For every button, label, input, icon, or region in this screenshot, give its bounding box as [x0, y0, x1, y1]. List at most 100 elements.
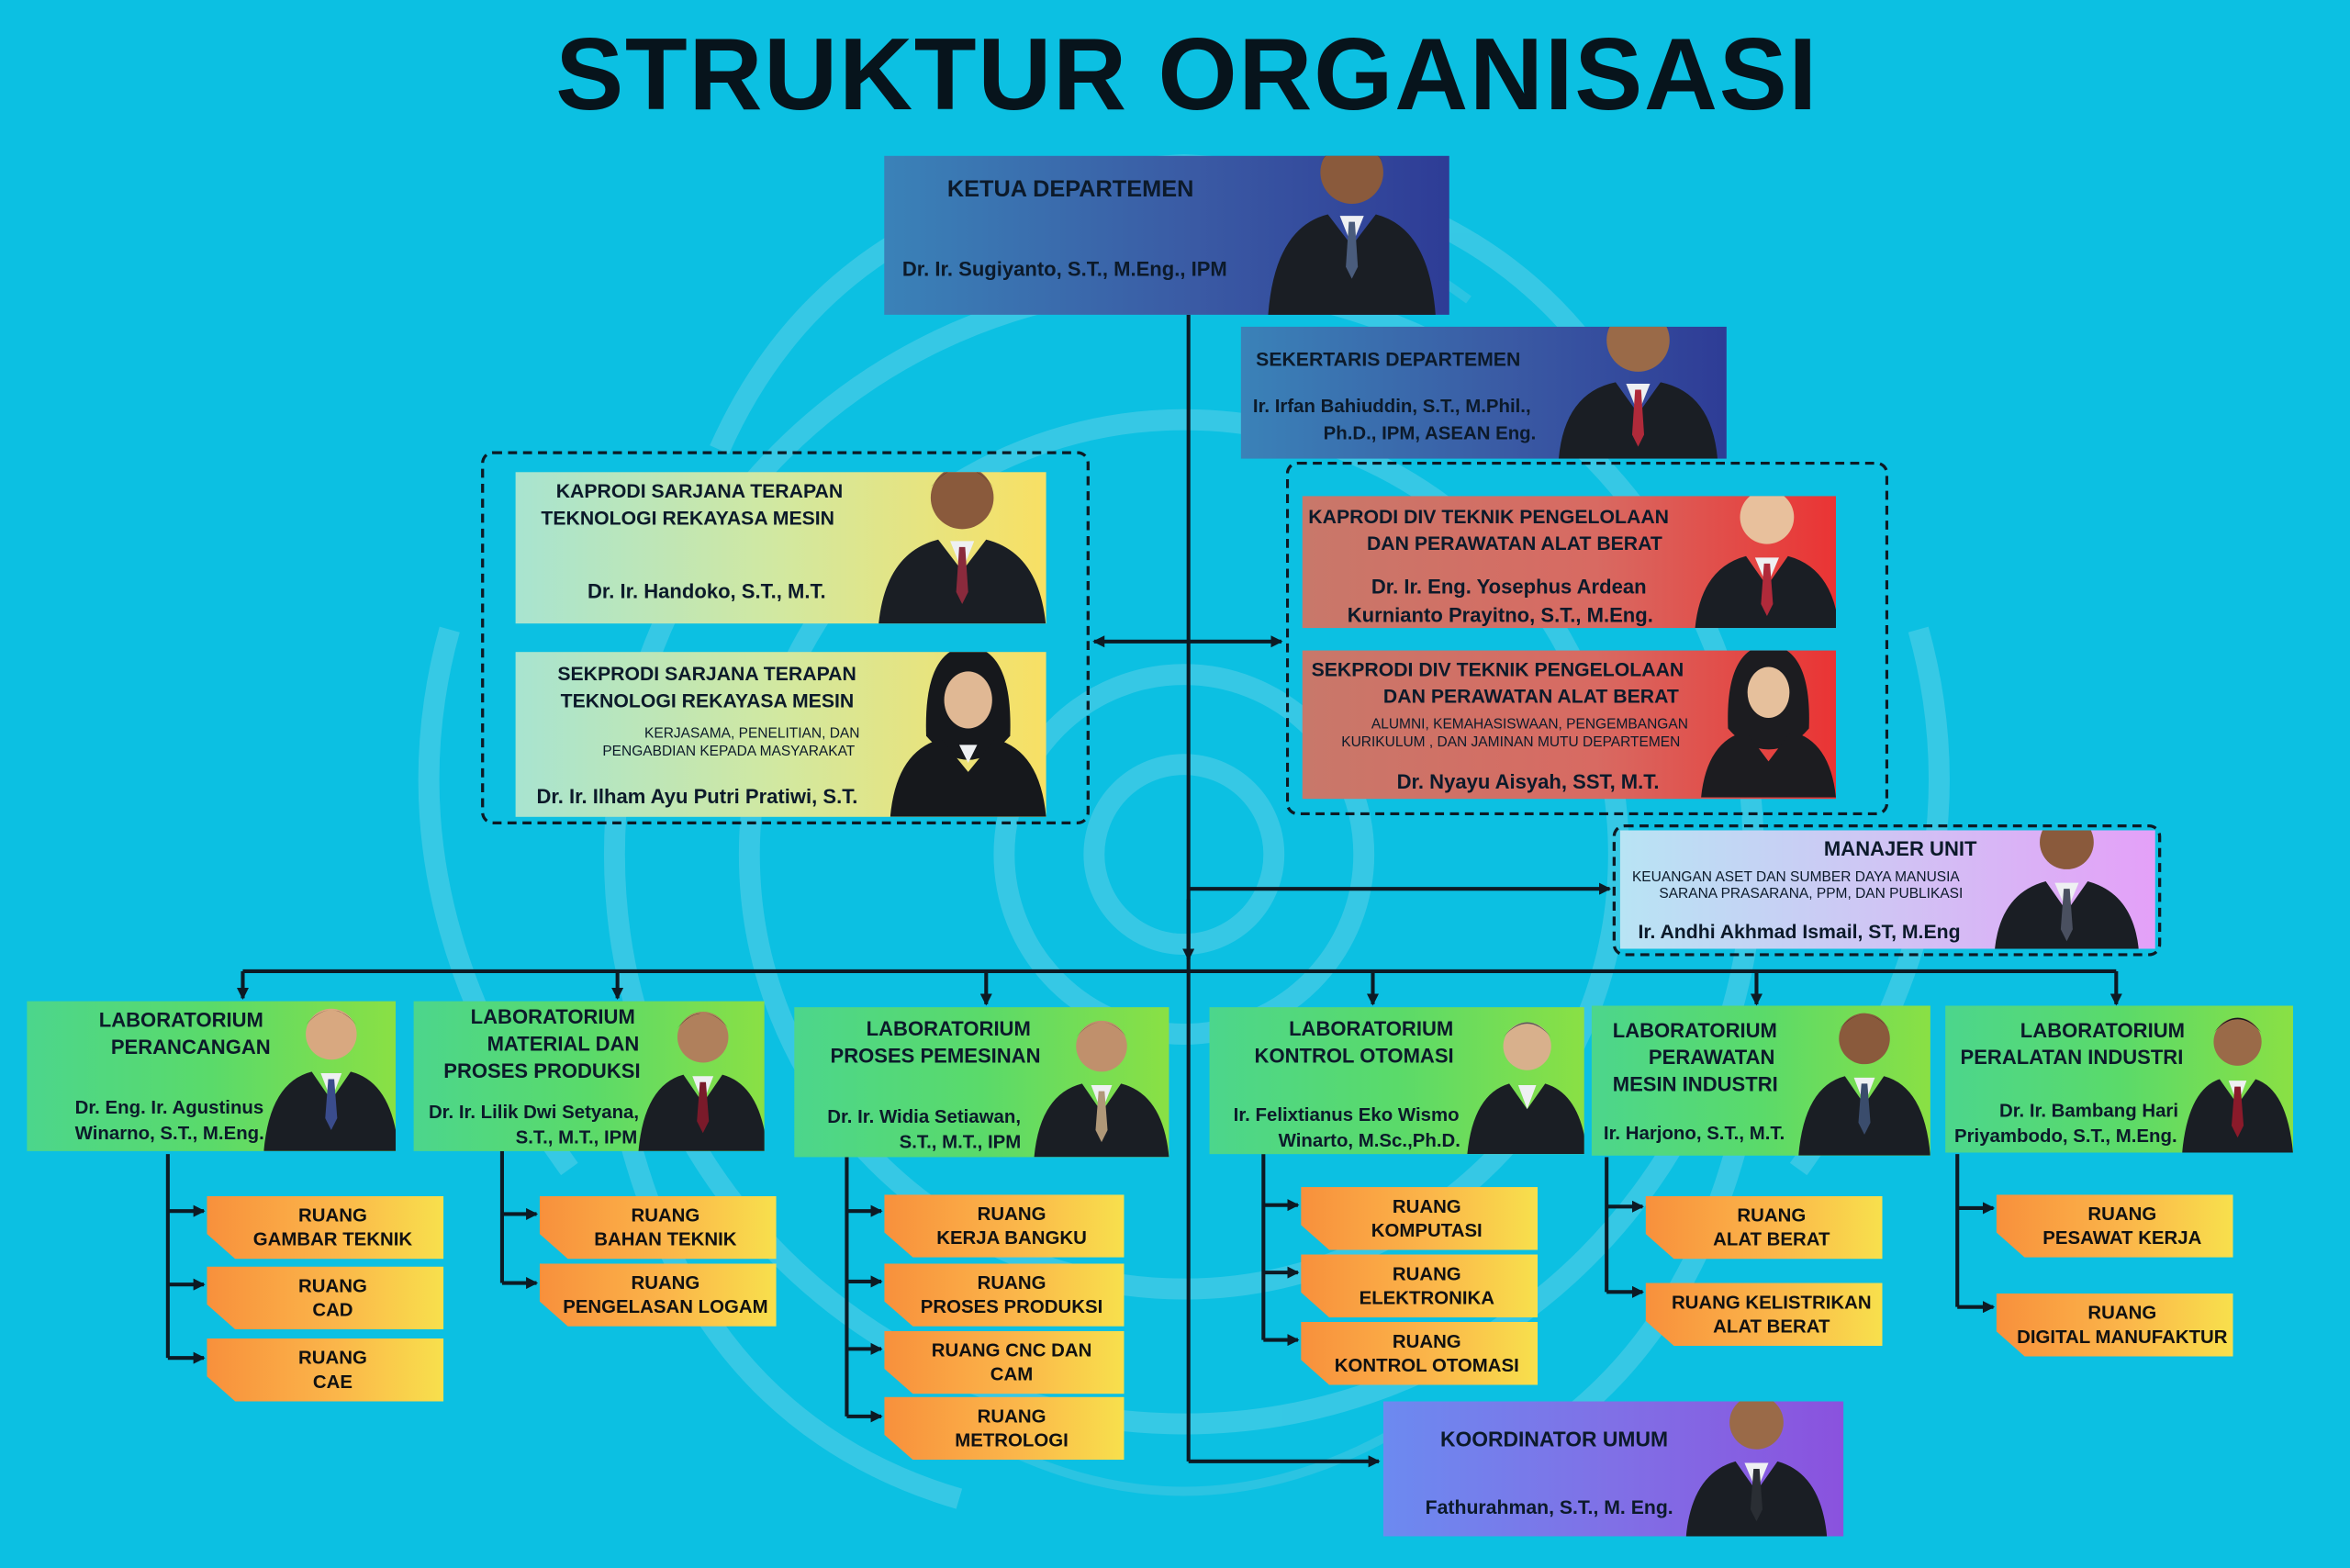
lab-title-line1: LABORATORIUM — [866, 1017, 1031, 1041]
portrait-icon — [1558, 326, 1718, 459]
room-label-line2: PESAWAT KERJA — [2042, 1227, 2202, 1249]
room-label-line2: GAMBAR TEKNIK — [252, 1228, 413, 1250]
manajer-group — [1612, 823, 2162, 957]
portrait-icon — [1701, 650, 1836, 798]
koordinator-umum-box: KOORDINATOR UMUM Fathurahman, S.T., M. E… — [1382, 1401, 1844, 1537]
room-label-line2: CAD — [312, 1299, 353, 1321]
room-label-line1: RUANG — [977, 1272, 1046, 1294]
room-label-line1: RUANG CNC DAN — [931, 1339, 1092, 1361]
lab-title-line1: LABORATORIUM — [98, 1008, 263, 1032]
person-name: Fathurahman, S.T., M. Eng. — [1425, 1495, 1673, 1518]
role-label-line2: DAN PERAWATAN ALAT BERAT — [1366, 532, 1662, 555]
person-name-line2: Ph.D., IPM, ASEAN Eng. — [1323, 422, 1537, 444]
lab-title-line1: LABORATORIUM — [2020, 1019, 2185, 1042]
room-label-line2: ALAT BERAT — [1713, 1316, 1830, 1338]
room-label-line1: RUANG — [298, 1347, 367, 1369]
room-label-line1: RUANG — [631, 1272, 700, 1294]
room-label-line1: RUANG — [1737, 1204, 1807, 1226]
lab-head-name-line1: Dr. Eng. Ir. Agustinus — [74, 1097, 264, 1118]
room-label-line1: RUANG KELISTRIKAN — [1671, 1292, 1872, 1314]
lab-head-name-line1: Dr. Ir. Widia Setiawan, — [827, 1105, 1022, 1127]
lab-kontrol-box: LABORATORIUM KONTROL OTOMASI Ir. Felixti… — [1209, 1007, 1584, 1155]
duty-desc-line2: KURIKULUM , DAN JAMINAN MUTU DEPARTEMEN — [1341, 734, 1681, 751]
portrait-icon — [1995, 830, 2139, 949]
lab-title-line3: PROSES PRODUKSI — [443, 1059, 641, 1082]
room-label-line1: RUANG — [1392, 1263, 1461, 1285]
room-label-line2: ELEKTRONIKA — [1359, 1287, 1494, 1309]
lab-title-line1: LABORATORIUM — [470, 1005, 635, 1028]
role-label-line2: DAN PERAWATAN ALAT BERAT — [1382, 685, 1679, 708]
room-label-line1: RUANG — [2087, 1302, 2157, 1324]
sekretaris-departemen-box: SEKERTARIS DEPARTEMEN Ir. Irfan Bahiuddi… — [1240, 326, 1727, 459]
person-name: Ir. Andhi Akhmad Ismail, ST, M.Eng — [1638, 920, 1961, 943]
portrait-icon — [638, 1012, 765, 1151]
room-label-line1: RUANG — [298, 1275, 367, 1297]
lab-head-name-line2: Priyambodo, S.T., M.Eng. — [1953, 1126, 2177, 1147]
prodi-trm-group — [481, 451, 1090, 824]
room-label-line2: METROLOGI — [955, 1429, 1069, 1451]
role-label-line1: KAPRODI SARJANA TERAPAN — [555, 479, 844, 502]
duty-desc-line2: PENGABDIAN KEPADA MASYARAKAT — [602, 743, 856, 760]
role-label-line1: KAPRODI DIV TEKNIK PENGELOLAAN — [1308, 505, 1669, 528]
portrait-icon — [263, 1008, 397, 1151]
lab-title-line3: MESIN INDUSTRI — [1612, 1072, 1778, 1096]
prodi-div-group — [1285, 461, 1889, 816]
portrait-icon — [890, 652, 1046, 817]
duty-desc-line1: KEUANGAN ASET DAN SUMBER DAYA MANUSIA — [1631, 868, 1960, 886]
role-label: MANAJER UNIT — [1823, 837, 1977, 861]
role-label: SEKERTARIS DEPARTEMEN — [1256, 347, 1521, 371]
person-name-line2: Kurnianto Prayitno, S.T., M.Eng. — [1347, 603, 1653, 627]
room-label-line1: RUANG — [1392, 1195, 1461, 1217]
room-label-line1: RUANG — [631, 1204, 700, 1226]
person-name-line1: Dr. Ir. Eng. Yosephus Ardean — [1371, 575, 1647, 599]
lab-head-name-line2: Winarno, S.T., M.Eng. — [74, 1122, 264, 1144]
lab-head-name-line1: Ir. Harjono, S.T., M.T. — [1603, 1122, 1785, 1144]
person-name-line1: Ir. Irfan Bahiuddin, S.T., M.Phil., — [1252, 396, 1531, 417]
room-label-line2: PENGELASAN LOGAM — [563, 1296, 768, 1318]
room-label-line1: RUANG — [1392, 1330, 1461, 1352]
room-label-line2: ALAT BERAT — [1713, 1228, 1830, 1250]
lab-head-name-line1: Ir. Felixtianus Eko Wismo — [1233, 1104, 1460, 1126]
lab-material-box: LABORATORIUM MATERIAL DAN PROSES PRODUKS… — [413, 1001, 765, 1151]
room-label-line2: CAE — [312, 1371, 353, 1393]
lab-perawatan-box: LABORATORIUM PERAWATAN MESIN INDUSTRI Ir… — [1591, 1005, 1930, 1156]
role-label-line2: TEKNOLOGI REKAYASA MESIN — [541, 506, 835, 530]
room-label-line2: KOMPUTASI — [1371, 1219, 1483, 1241]
lab-title-line2: KONTROL OTOMASI — [1254, 1044, 1454, 1068]
lab-title-line1: LABORATORIUM — [1289, 1017, 1454, 1041]
room-label-line2: BAHAN TEKNIK — [594, 1228, 737, 1250]
room-label-line2: KERJA BANGKU — [936, 1227, 1087, 1249]
lab-head-name-line2: Winarto, M.Sc.,Ph.D. — [1278, 1130, 1460, 1151]
lab-peralatan-box: LABORATORIUM PERALATAN INDUSTRI Dr. Ir. … — [1945, 1005, 2293, 1153]
manajer-unit-box: MANAJER UNIT KEUANGAN ASET DAN SUMBER DA… — [1619, 830, 2155, 949]
role-label-line2: TEKNOLOGI REKAYASA MESIN — [560, 689, 855, 712]
ketua-departemen-box: KETUA DEPARTEMEN Dr. Ir. Sugiyanto, S.T.… — [884, 155, 1449, 315]
person-name: Dr. Ir. Ilham Ayu Putri Pratiwi, S.T. — [536, 785, 858, 808]
lab-title-line2: PROSES PEMESINAN — [830, 1044, 1041, 1068]
lab-title-line2: PERANCANGAN — [110, 1036, 271, 1058]
portrait-icon — [1034, 1020, 1169, 1158]
room-label-line1: RUANG — [2087, 1204, 2157, 1225]
duty-desc-line1: KERJASAMA, PENELITIAN, DAN — [644, 725, 860, 743]
sekprodi-div-box: SEKPRODI DIV TEKNIK PENGELOLAAN DAN PERA… — [1302, 650, 1836, 800]
lab-title-line1: LABORATORIUM — [1612, 1019, 1777, 1042]
duty-desc-line1: ALUMNI, KEMAHASISWAAN, PENGEMBANGAN — [1371, 716, 1688, 734]
lab-head-name-line1: Dr. Ir. Lilik Dwi Setyana, — [428, 1101, 640, 1123]
room-label-line2: KONTROL OTOMASI — [1334, 1354, 1519, 1376]
duty-desc-line2: SARANA PRASARANA, PPM, DAN PUBLIKASI — [1659, 885, 1964, 902]
page-title: STRUKTUR ORGANISASI — [555, 17, 1818, 132]
lab-head-name-line2: S.T., M.T., IPM — [899, 1131, 1022, 1153]
room-label-line2: PROSES PRODUKSI — [920, 1296, 1103, 1318]
